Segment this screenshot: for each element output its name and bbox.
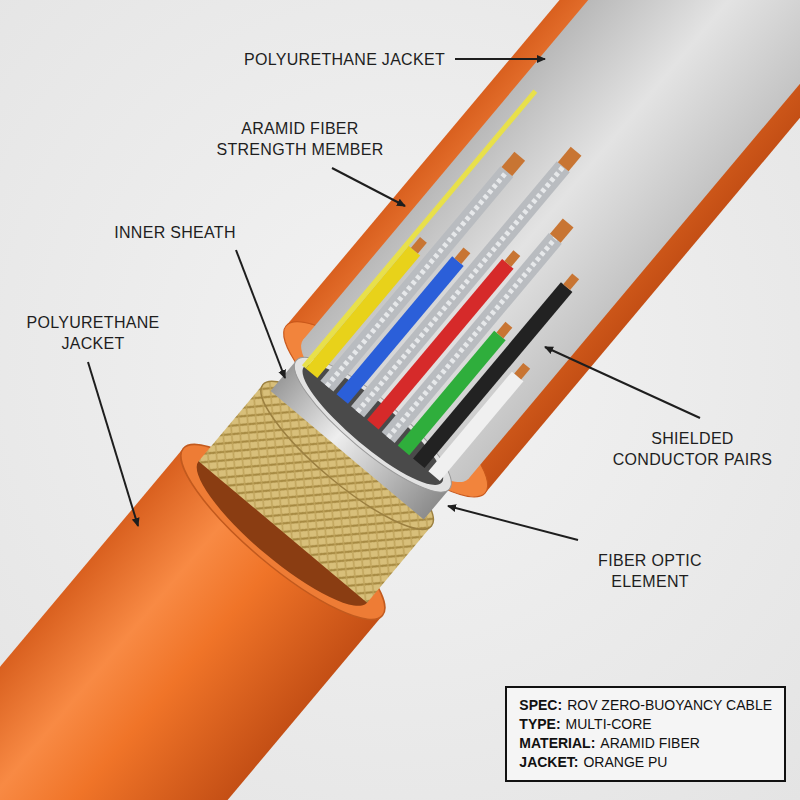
spec-row: TYPE: MULTI-CORE	[519, 715, 772, 734]
callout-label: POLYURETHANE JACKET	[18, 312, 168, 354]
leader-arrow	[88, 362, 138, 526]
spec-key: SPEC:	[519, 697, 562, 713]
spec-box: SPEC: ROV ZERO-BUOYANCY CABLE TYPE: MULTI-C…	[505, 686, 786, 782]
spec-value: MULTI-CORE	[566, 716, 652, 732]
callout-label: FIBER OPTIC ELEMENT	[575, 550, 725, 592]
spec-row: MATERIAL: ARAMID FIBER	[519, 734, 772, 753]
leader-arrow	[545, 347, 700, 418]
leader-arrow	[455, 58, 545, 60]
callout-label: POLYURETHANE JACKET	[235, 49, 445, 70]
leader-arrow	[236, 250, 285, 378]
spec-value: ORANGE PU	[583, 754, 667, 770]
spec-key: JACKET:	[519, 754, 578, 770]
callout-label: SHIELDED CONDUCTOR PAIRS	[600, 428, 785, 470]
spec-value: ARAMID FIBER	[600, 735, 700, 751]
callout-label: INNER SHEATH	[100, 222, 250, 243]
leader-arrow	[332, 168, 405, 206]
callout-label: ARAMID FIBER STRENGTH MEMBER	[212, 118, 388, 160]
spec-key: MATERIAL:	[519, 735, 595, 751]
spec-key: TYPE:	[519, 716, 560, 732]
spec-row: SPEC: ROV ZERO-BUOYANCY CABLE	[519, 696, 772, 715]
leader-arrow	[448, 506, 578, 540]
spec-row: JACKET: ORANGE PU	[519, 753, 772, 772]
spec-value: ROV ZERO-BUOYANCY CABLE	[567, 697, 772, 713]
